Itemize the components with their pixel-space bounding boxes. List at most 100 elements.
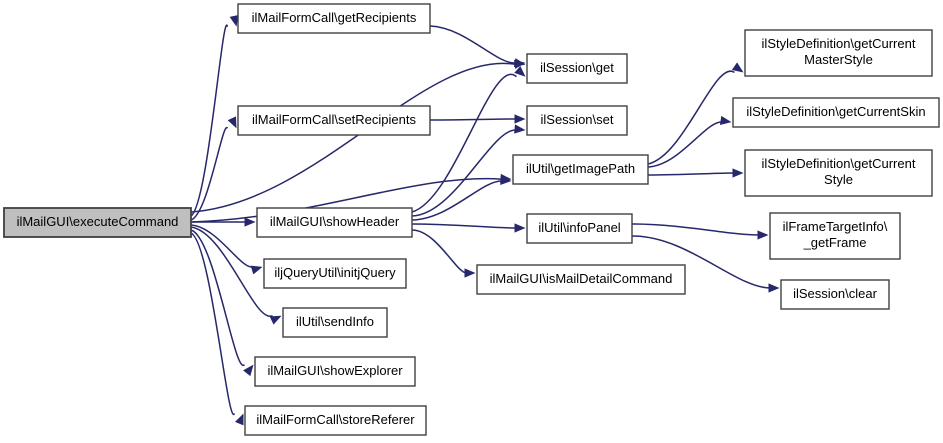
edge-setRecipients-to-sessionSet	[429, 114, 526, 124]
edge-getImagePath-to-getCurrentSkin	[647, 115, 732, 168]
edge-arrowhead	[243, 364, 254, 377]
edge-executeCommand-to-setRecipients	[190, 116, 237, 221]
graph-node-showExplorer[interactable]: ilMailGUI\showExplorer	[254, 356, 416, 387]
graph-node-storeReferer[interactable]: ilMailFormCall\storeReferer	[244, 405, 427, 436]
node-box-sessionSet	[526, 105, 628, 136]
edge-executeCommand-to-initjQuery	[190, 224, 263, 275]
edge-executeCommand-to-showHeader	[191, 217, 256, 227]
node-label-getImagePath: ilUtil\getImagePath	[526, 161, 635, 176]
node-label-getRecipients: ilMailFormCall\getRecipients	[252, 10, 417, 25]
node-label-line2: _getFrame	[803, 235, 867, 250]
edge-line	[631, 223, 760, 236]
node-box-getCurrentStyle	[744, 149, 933, 197]
node-box-showExplorer	[254, 356, 416, 387]
edge-line	[190, 226, 273, 317]
edge-showHeader-to-infoPanel	[411, 223, 526, 233]
edge-line	[411, 129, 517, 217]
edge-line	[429, 118, 517, 121]
edge-arrowhead	[250, 265, 263, 275]
graph-node-initjQuery[interactable]: iljQueryUtil\initjQuery	[263, 258, 407, 289]
edge-showHeader-to-isMailDetailCommand	[411, 229, 476, 278]
edge-showHeader-to-sessionGet	[411, 65, 526, 213]
edge-layer	[190, 14, 780, 426]
edge-arrowhead	[514, 124, 526, 134]
graph-node-sessionClear[interactable]: ilSession\clear	[780, 279, 890, 310]
node-label-line1: ilStyleDefinition\getCurrent	[762, 36, 916, 51]
node-box-getCurrentMasterStyle	[744, 29, 933, 77]
node-label-isMailDetailCommand: ilMailGUI\isMailDetailCommand	[490, 271, 673, 286]
edge-infoPanel-to-getFrame	[631, 223, 769, 240]
edge-arrowhead	[244, 217, 256, 227]
edge-line	[429, 25, 517, 64]
edge-line	[631, 235, 771, 289]
edge-arrowhead	[227, 116, 237, 129]
node-label-line1: ilStyleDefinition\getCurrent	[762, 156, 916, 171]
edge-arrowhead	[768, 283, 780, 293]
node-label-getCurrentSkin: ilStyleDefinition\getCurrentSkin	[746, 104, 925, 119]
node-label-storeReferer: ilMailFormCall\storeReferer	[256, 412, 415, 427]
edge-arrowhead	[514, 59, 526, 69]
edge-infoPanel-to-sessionClear	[631, 235, 780, 293]
node-label-executeCommand: ilMailGUI\executeCommand	[17, 214, 179, 229]
node-box-initjQuery	[263, 258, 407, 289]
node-label-sessionClear: ilSession\clear	[793, 286, 877, 301]
graph-node-getFrame[interactable]: ilFrameTargetInfo\_getFrame	[769, 212, 901, 260]
node-box-getFrame	[769, 212, 901, 260]
graph-node-getImagePath[interactable]: ilUtil\getImagePath	[512, 154, 649, 185]
node-label-infoPanel: ilUtil\infoPanel	[538, 220, 620, 235]
edge-executeCommand-to-storeReferer	[190, 232, 244, 426]
edge-line	[190, 224, 254, 268]
edge-executeCommand-to-getRecipients	[190, 14, 239, 217]
graph-node-sendInfo[interactable]: ilUtil\sendInfo	[282, 307, 388, 338]
graph-node-getRecipients[interactable]: ilMailFormCall\getRecipients	[237, 3, 431, 34]
edge-arrowhead	[514, 65, 526, 77]
edge-getRecipients-to-sessionGet	[429, 25, 526, 69]
edge-arrowhead	[514, 114, 526, 124]
graph-node-showHeader[interactable]: ilMailGUI\showHeader	[256, 207, 413, 238]
graph-node-sessionSet[interactable]: ilSession\set	[526, 105, 628, 136]
node-box-sessionClear	[780, 279, 890, 310]
node-label-getFrame: ilFrameTargetInfo\_getFrame	[783, 219, 888, 250]
graph-node-infoPanel[interactable]: ilUtil\infoPanel	[526, 213, 633, 244]
graph-node-executeCommand[interactable]: ilMailGUI\executeCommand	[3, 207, 192, 238]
node-box-getCurrentSkin	[732, 97, 940, 128]
edge-line	[411, 229, 467, 274]
node-box-infoPanel	[526, 213, 633, 244]
edge-arrowhead	[464, 268, 476, 278]
graph-node-setRecipients[interactable]: ilMailFormCall\setRecipients	[237, 105, 431, 136]
edge-arrowhead	[500, 175, 512, 185]
edge-line	[190, 229, 246, 366]
node-label-sendInfo: ilUtil\sendInfo	[296, 314, 374, 329]
node-box-isMailDetailCommand	[476, 264, 686, 295]
edge-arrowhead	[235, 413, 244, 426]
graph-node-getCurrentSkin[interactable]: ilStyleDefinition\getCurrentSkin	[732, 97, 940, 128]
edge-line	[411, 180, 503, 221]
node-box-executeCommand	[3, 207, 192, 238]
node-box-sendInfo	[282, 307, 388, 338]
node-label-sessionGet: ilSession\get	[540, 60, 614, 75]
graph-node-sessionGet[interactable]: ilSession\get	[526, 53, 628, 84]
node-box-setRecipients	[237, 105, 431, 136]
node-box-showHeader	[256, 207, 413, 238]
edge-line	[647, 70, 735, 165]
edge-arrowhead	[731, 62, 744, 73]
node-label-line2: Style	[824, 172, 853, 187]
edge-arrowhead	[757, 230, 769, 240]
node-box-getRecipients	[237, 3, 431, 34]
node-layer: ilMailGUI\executeCommand ilMailFormCall\g…	[3, 3, 940, 436]
node-label-setRecipients: ilMailFormCall\setRecipients	[252, 112, 416, 127]
edge-arrowhead	[719, 115, 732, 125]
edge-arrowhead	[514, 223, 526, 233]
edge-getImagePath-to-getCurrentMasterStyle	[647, 62, 744, 165]
node-box-storeReferer	[244, 405, 427, 436]
edge-arrowhead	[269, 315, 282, 325]
node-box-getImagePath	[512, 154, 649, 185]
graph-node-isMailDetailCommand[interactable]: ilMailGUI\isMailDetailCommand	[476, 264, 686, 295]
node-label-initjQuery: iljQueryUtil\initjQuery	[274, 265, 396, 280]
